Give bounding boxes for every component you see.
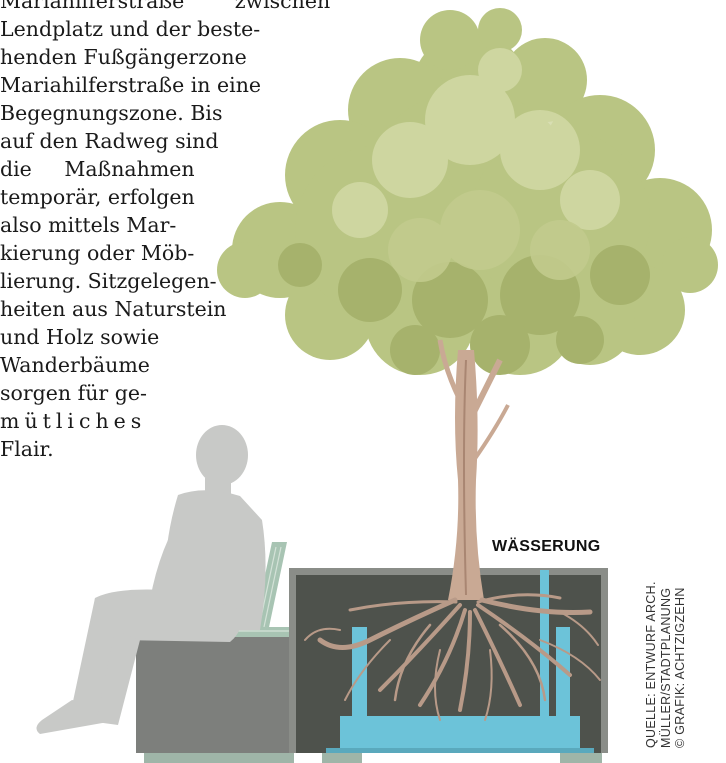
- watering-label: WÄSSERUNG: [492, 538, 600, 556]
- text-line: und Holz sowie: [0, 324, 159, 352]
- text-line: mütliches: [0, 408, 146, 436]
- text-line: also mittels Mar-: [0, 212, 176, 240]
- text-line: temporär, erfolgen: [0, 184, 195, 212]
- source-line-1: QUELLE: ENTWURF ARCH.: [644, 581, 659, 748]
- source-line-3: © GRAFIK: ACHTZIGZEHN: [673, 581, 688, 748]
- text-line: Flair.: [0, 436, 54, 464]
- text-line: sorgen für ge-: [0, 380, 147, 408]
- text-line: auf den Radweg sind: [0, 128, 218, 156]
- text-line: henden Fußgängerzone: [0, 44, 247, 72]
- text-line: Wanderbäume: [0, 352, 150, 380]
- source-line-2: MÜLLER/STADTPLANUNG: [659, 581, 674, 748]
- text-line: Mariahilferstraße zwischen: [0, 0, 330, 16]
- text-line: die Maßnahmen: [0, 156, 195, 184]
- text-line: Begegnungszone. Bis: [0, 100, 222, 128]
- text-line: Lendplatz und der beste-: [0, 16, 260, 44]
- tree-trunk: [440, 340, 508, 600]
- tree-canopy: [217, 8, 718, 375]
- text-line: Mariahilferstraße in eine: [0, 72, 261, 100]
- text-line: heiten aus Naturstein: [0, 296, 227, 324]
- text-line: lierung. Sitzgelegen-: [0, 268, 217, 296]
- ground-pavers: [144, 752, 602, 763]
- source-credit: QUELLE: ENTWURF ARCH. MÜLLER/STADTPLANUN…: [644, 581, 688, 748]
- text-line: kierung oder Möb-: [0, 240, 194, 268]
